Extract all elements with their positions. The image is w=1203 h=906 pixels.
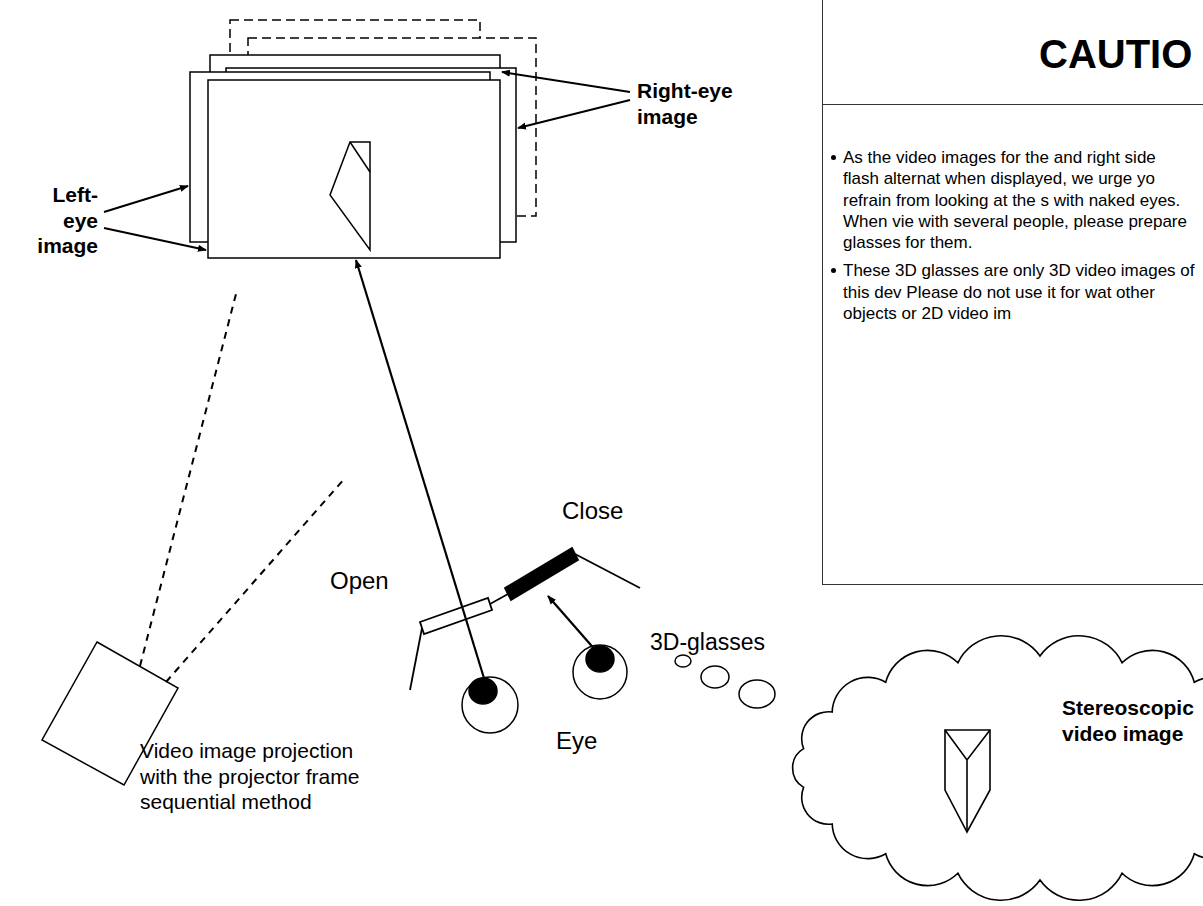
part-label: 3D-glasses — [650, 628, 780, 656]
3d-glasses — [410, 548, 640, 690]
caution-heading: CAUTIO — [1039, 29, 1203, 79]
caution-note: These 3D glasses are only 3D video image… — [843, 260, 1196, 324]
cloud-text: Stereoscopic video image — [1062, 695, 1198, 748]
thought-cloud: Stereoscopic video image — [790, 640, 1203, 896]
prism-figure — [330, 142, 370, 250]
caption-label: Video image projection with the projecto… — [140, 738, 380, 815]
eyes — [462, 645, 627, 733]
part-label: Open — [330, 566, 410, 595]
bullet-dot — [831, 155, 836, 160]
projector — [42, 642, 178, 785]
part-label: Close — [562, 496, 652, 525]
leader-arrows — [104, 72, 630, 250]
sight-arrows — [356, 260, 597, 688]
image-label: Left-eye image — [34, 182, 98, 259]
stereo-prism — [945, 730, 990, 832]
part-label: Eye — [556, 726, 616, 755]
bullet-dot — [831, 268, 836, 273]
caution-note: As the video images for the and right si… — [843, 147, 1196, 253]
cloud-outline — [790, 640, 1203, 896]
image-label: Right-eye image — [637, 78, 762, 129]
caution-panel: CAUTIO As the video images for the and ri… — [822, 0, 1203, 585]
frame-stack — [190, 20, 536, 258]
header-rule — [823, 104, 1203, 105]
thought-bubbles — [675, 655, 775, 708]
projection-beam — [140, 290, 345, 682]
